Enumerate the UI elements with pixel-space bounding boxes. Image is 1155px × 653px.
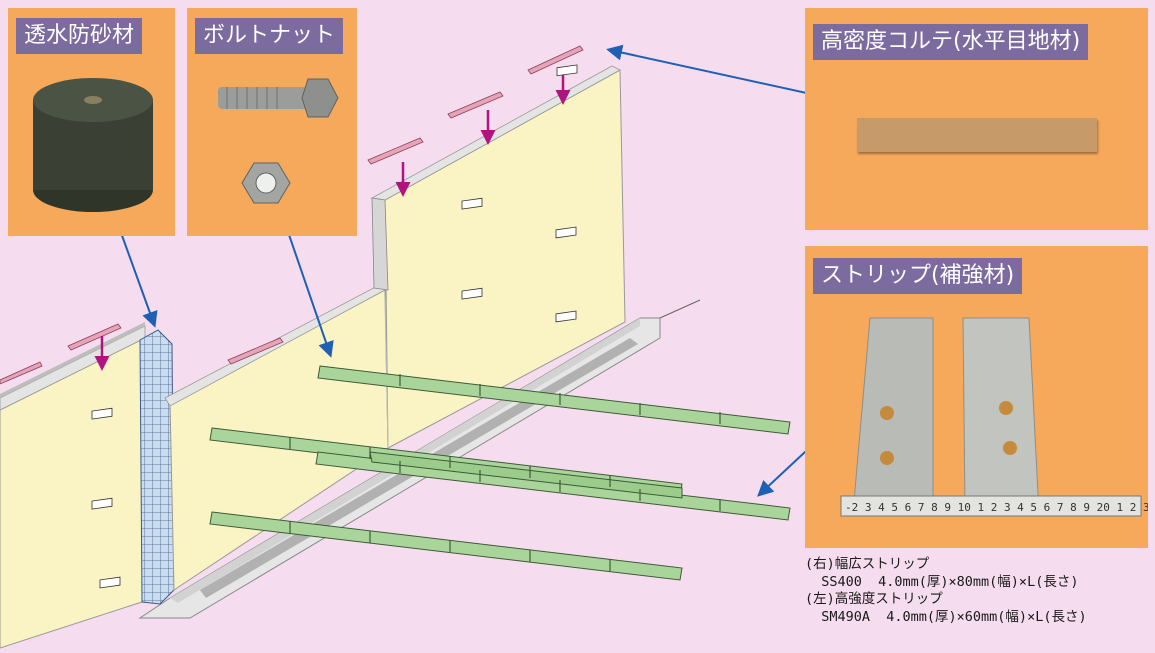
strip-panel: ストリップ(補強材) -2 3 4 5 6 7 8 9 10 1 2 3 4 5… xyxy=(805,246,1148,548)
joint-material-label: 高密度コルテ(水平目地材) xyxy=(813,24,1089,60)
strip-specs: (右)幅広ストリップ SS400 4.0mm(厚)×80mm(幅)×L(長さ) … xyxy=(805,556,1153,626)
wall-anchors xyxy=(91,64,578,589)
sand-filter-roll-image xyxy=(33,78,153,212)
filter-mesh-column xyxy=(139,329,175,605)
strip-joints xyxy=(289,374,721,571)
joint-material-sample-image xyxy=(857,118,1097,152)
joint-material-panel: 高密度コルテ(水平目地材) xyxy=(805,8,1148,230)
bolt-nut-panel: ボルトナット xyxy=(187,8,357,236)
bolt-nut-image xyxy=(218,78,339,204)
reinforcement-strips xyxy=(209,365,791,581)
bolt-nut-label: ボルトナット xyxy=(195,18,344,54)
sand-filter-label: 透水防砂材 xyxy=(16,18,143,54)
strip-label: ストリップ(補強材) xyxy=(813,258,1023,294)
right-strip-spec: SS400 4.0mm(厚)×80mm(幅)×L(長さ) xyxy=(805,573,1079,590)
ruler-scale: -2 3 4 5 6 7 8 9 10 1 2 3 4 5 6 7 8 9 20… xyxy=(845,501,1148,514)
left-strip-spec: SM490A 4.0mm(厚)×60mm(幅)×L(長さ) xyxy=(805,608,1087,625)
right-strip-title: (右)幅広ストリップ xyxy=(805,556,930,572)
left-strip-title: (左)高強度ストリップ xyxy=(805,591,943,607)
joint-strips xyxy=(0,45,584,385)
sand-filter-panel: 透水防砂材 xyxy=(8,8,175,236)
strip-photo-image: -2 3 4 5 6 7 8 9 10 1 2 3 4 5 6 7 8 9 20… xyxy=(840,317,1148,517)
